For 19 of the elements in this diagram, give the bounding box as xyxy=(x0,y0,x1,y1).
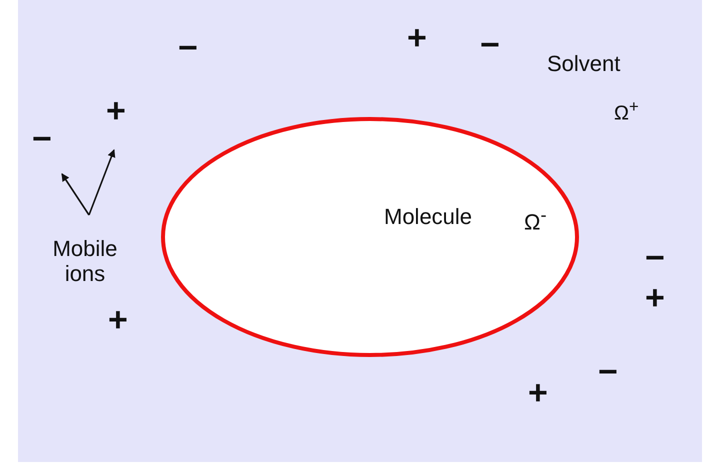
mobile-ions-label: Mobile ions xyxy=(52,236,118,287)
ion-sign: + xyxy=(528,376,548,410)
omega-plus-label: Ω$^{+}$ xyxy=(614,98,639,125)
solvent-label: Solvent xyxy=(547,52,620,76)
ion-sign: + xyxy=(108,303,128,337)
omega-minus-label: Ω$^{-}$ xyxy=(524,205,547,235)
ion-sign: − xyxy=(30,122,64,174)
ion-sign: − xyxy=(178,31,198,65)
molecule-ellipse xyxy=(160,116,580,358)
ion-sign: − xyxy=(480,28,500,62)
ion-sign: + xyxy=(407,21,427,55)
ion-sign: + xyxy=(645,281,665,315)
ion-sign: + xyxy=(104,94,132,150)
ion-sign: − xyxy=(598,355,618,389)
molecule-label: Molecule xyxy=(384,205,472,230)
arrow xyxy=(88,149,116,216)
solvent-region xyxy=(18,0,702,462)
ion-sign: − xyxy=(645,241,665,275)
arrow xyxy=(61,173,90,216)
